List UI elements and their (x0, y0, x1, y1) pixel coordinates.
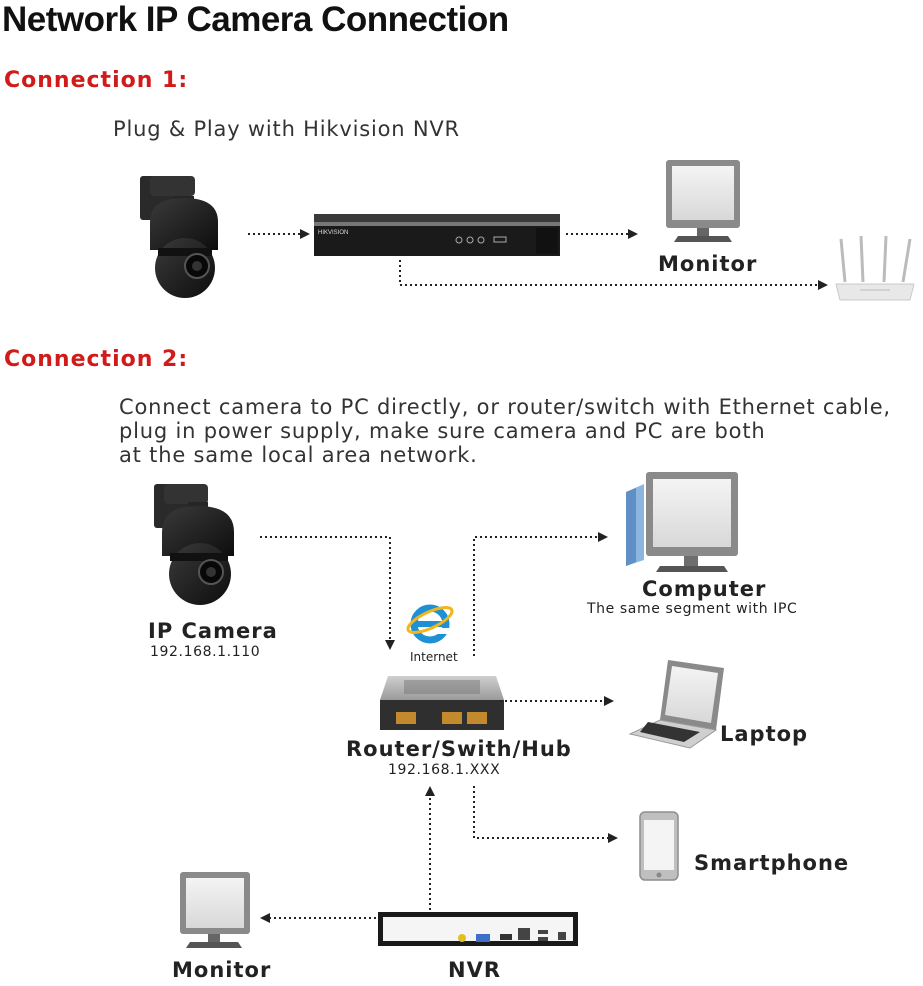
monitor-1-icon (666, 160, 740, 242)
ptz-camera-2-icon (154, 484, 234, 605)
ip-camera-label: IP Camera (148, 619, 278, 643)
nvr-label: NVR (448, 958, 501, 982)
page-title: Network IP Camera Connection (2, 0, 509, 39)
connection-2-description-line-3: at the same local area network. (119, 443, 478, 467)
ip-camera-address: 192.168.1.110 (150, 644, 261, 660)
router-label: Router/Swith/Hub (346, 737, 572, 761)
connection-2-heading: Connection 2: (4, 347, 189, 372)
smartphone-icon (639, 811, 679, 881)
router-switch-icon (380, 676, 504, 730)
connection-1-heading: Connection 1: (4, 68, 189, 93)
smartphone-label: Smartphone (694, 851, 850, 875)
computer-icon (626, 472, 738, 572)
computer-sublabel: The same segment with IPC (587, 601, 798, 617)
ptz-camera-1-icon (140, 176, 218, 298)
connection-2-description-line-1: Connect camera to PC directly, or router… (119, 395, 891, 419)
hikvision-nvr-icon: HIKVISION (314, 214, 560, 256)
internet-explorer-icon (406, 604, 454, 644)
internet-label: Internet (410, 650, 458, 664)
wifi-router-icon (835, 235, 915, 301)
connection-1-description: Plug & Play with Hikvision NVR (113, 117, 460, 141)
nvr-small-icon (378, 912, 578, 946)
nvr-brand-text: HIKVISION (318, 230, 348, 236)
laptop-icon (628, 660, 724, 749)
monitor-2-icon (180, 872, 250, 948)
laptop-label: Laptop (720, 722, 809, 746)
monitor-2-label: Monitor (172, 958, 272, 982)
monitor-1-label: Monitor (658, 252, 758, 276)
computer-label: Computer (642, 577, 767, 601)
connection-2-description-line-2: plug in power supply, make sure camera a… (119, 419, 766, 443)
router-address: 192.168.1.XXX (388, 762, 501, 778)
